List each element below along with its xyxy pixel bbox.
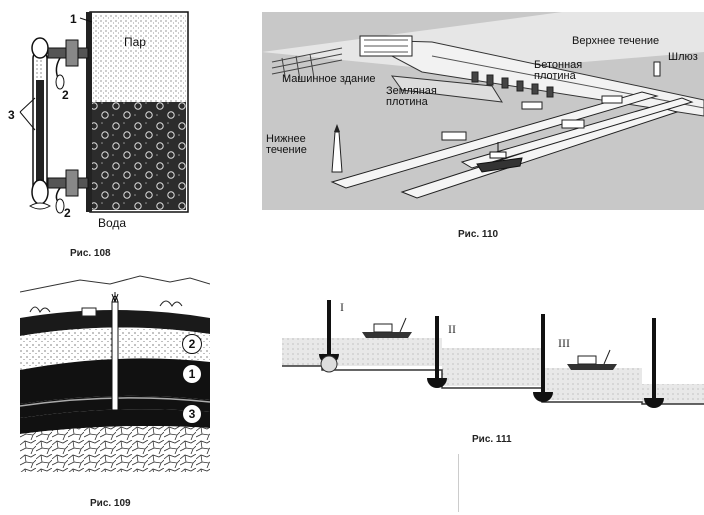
figure-108: 1 Пар 2 3 2 Вода Рис. 108 xyxy=(0,0,220,265)
label-upstream: Верхнее течение xyxy=(572,35,660,47)
fig110-caption: Рис. 110 xyxy=(458,229,499,240)
label-concrete-dam-2: плотина xyxy=(534,70,576,82)
fig111-roman-2: II xyxy=(448,322,456,336)
label-concrete-dam-1: Бетонная xyxy=(534,59,583,71)
fig111-drawing xyxy=(282,300,704,408)
fig108-caption: Рис. 108 xyxy=(70,248,111,259)
label-earth-dam-2: плотина xyxy=(386,96,428,108)
label-machine-hall: Машинное здание xyxy=(282,73,376,85)
fig111-caption: Рис. 111 xyxy=(472,434,512,445)
fig109-layer-1: 1 xyxy=(182,364,202,384)
label-downstream-2: течение xyxy=(266,144,307,156)
fig109-layer-2: 2 xyxy=(182,334,202,354)
figure-109: 2 1 3 Рис. 109 xyxy=(20,272,235,515)
label-lock: Шлюз xyxy=(668,51,698,63)
label-earth-dam-1: Земляная xyxy=(386,85,437,97)
fig108-label-1: 1 xyxy=(70,12,77,26)
frame-divider xyxy=(458,454,459,512)
figure-111: I II III Рис. 111 xyxy=(282,292,704,515)
steam-label: Пар xyxy=(124,35,146,49)
fig109-drawing xyxy=(20,275,210,472)
label-downstream-1: Нижнее xyxy=(266,133,306,145)
fig108-drawing xyxy=(19,11,189,214)
fig110-drawing xyxy=(262,12,704,210)
fig109-caption: Рис. 109 xyxy=(90,498,131,509)
fig111-roman-1: I xyxy=(340,300,344,314)
figure-110: Верхнее течение Шлюз Бетонная плотина Ма… xyxy=(262,12,704,252)
fig111-roman-3: III xyxy=(558,336,570,350)
fig109-layer-3: 3 xyxy=(182,404,202,424)
fig108-label-2-bottom: 2 xyxy=(64,206,71,220)
fig108-label-2-top: 2 xyxy=(62,88,69,102)
water-label: Вода xyxy=(98,216,127,230)
fig108-label-3: 3 xyxy=(8,108,15,122)
